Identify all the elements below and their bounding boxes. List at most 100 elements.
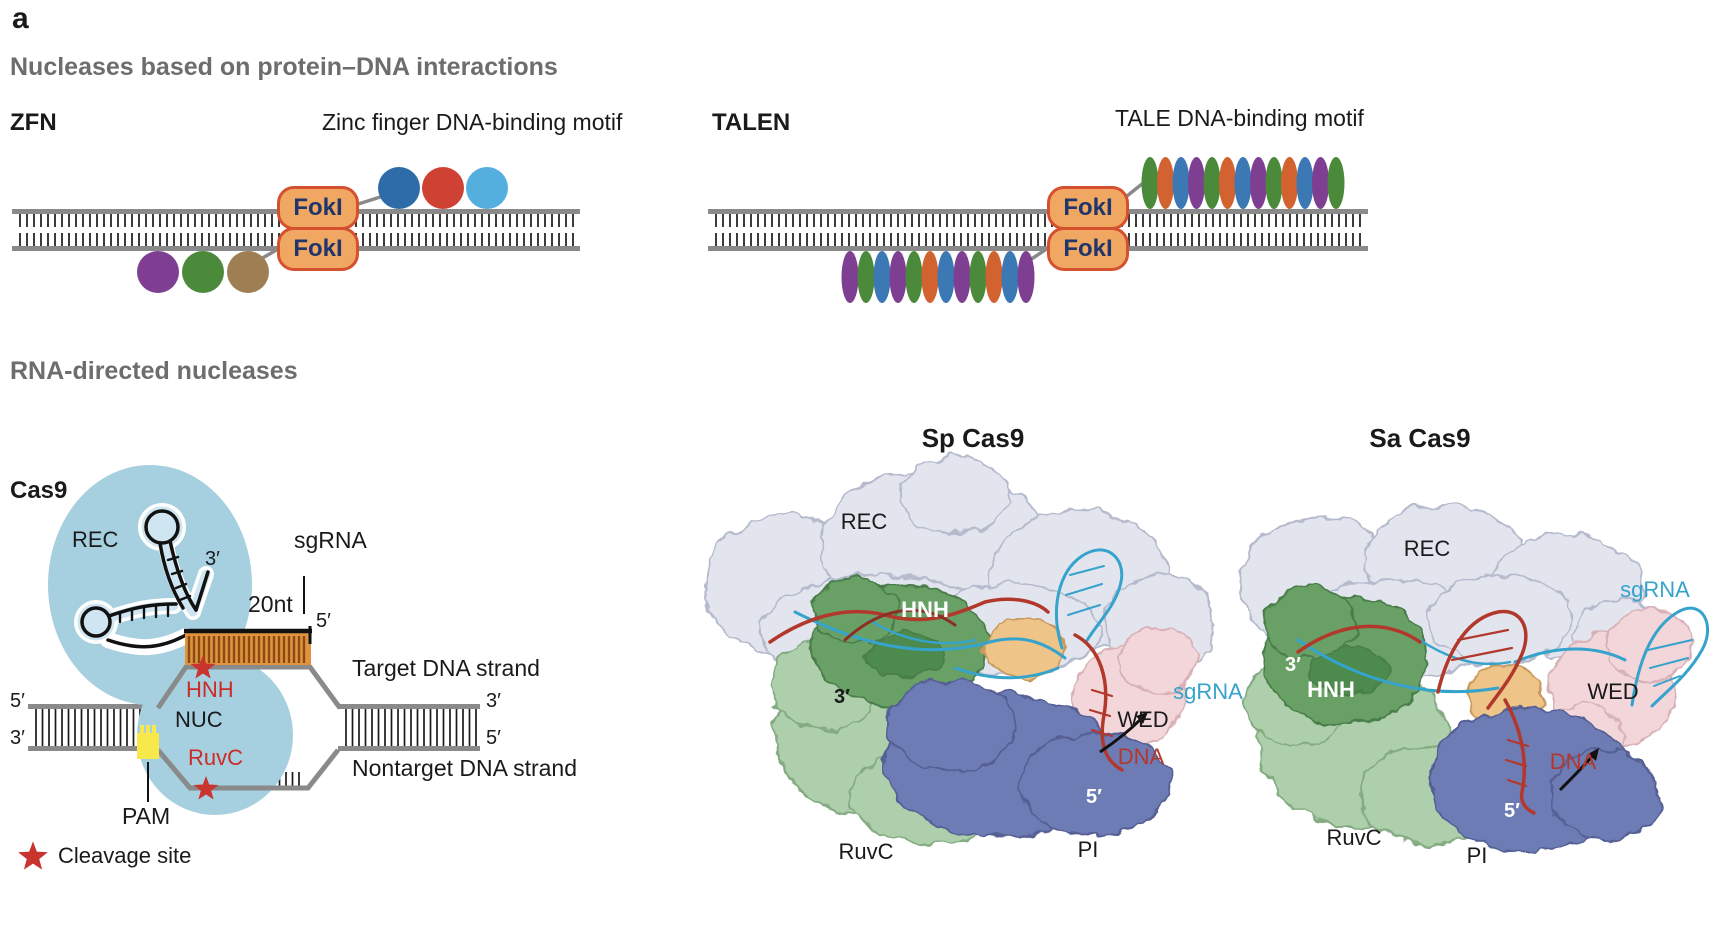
sp-wed-arrow-icon xyxy=(1099,712,1148,754)
tale-repeat-ellipse xyxy=(1234,157,1252,209)
talen-fok1-box-top: FokI xyxy=(1047,186,1129,230)
tale-repeat-ellipse xyxy=(969,251,987,303)
sa-wed-label: WED xyxy=(1587,679,1639,704)
sp-dna-label: DNA xyxy=(1117,744,1165,769)
sp-cas9-structure xyxy=(704,456,1216,844)
sa-dna-arrow-icon xyxy=(1558,748,1599,792)
pam-label: PAM xyxy=(122,803,171,829)
panel-label: a xyxy=(12,2,29,35)
tale-repeat-ellipse xyxy=(953,251,971,303)
cleavage-site-legend-label: Cleavage site xyxy=(58,843,192,868)
tale-repeat-ellipse xyxy=(1141,157,1159,209)
tale-repeat-ellipse xyxy=(841,251,859,303)
sa-dna-strand xyxy=(1296,609,1536,815)
zinc-finger-circle xyxy=(182,251,224,293)
target-strand-path xyxy=(155,664,343,710)
tale-repeat-ellipse xyxy=(1203,157,1221,209)
sa-sgrna-strand xyxy=(1296,606,1710,708)
sp-wed-domain xyxy=(1072,629,1197,751)
sp-wed-label: WED xyxy=(1117,707,1169,732)
sa-sgrna-label: sgRNA xyxy=(1620,577,1690,602)
sa-cas9-structure xyxy=(1239,504,1710,853)
sgrna-three-prime-label: 3′ xyxy=(205,548,220,570)
tale-repeat-ellipse xyxy=(937,251,955,303)
tale-repeat-ellipse xyxy=(985,251,1003,303)
sp-sgrna-label: sgRNA xyxy=(1173,679,1243,704)
sp-dna-strand xyxy=(768,597,1124,772)
tale-repeat-ellipse xyxy=(1250,157,1267,209)
sa-five-prime-label: 5′ xyxy=(1504,800,1520,822)
sgrna-cartoon xyxy=(74,503,214,656)
sp-ruvc-label: RuvC xyxy=(838,839,894,864)
zinc-finger-circle xyxy=(137,251,179,293)
cas9-rec-label: REC xyxy=(72,527,119,552)
tale-repeat-ellipse xyxy=(1281,157,1298,209)
tale-repeat-ellipse xyxy=(857,251,875,303)
hybrid-stripes xyxy=(187,636,306,663)
sp-five-prime-label: 5′ xyxy=(1086,786,1102,808)
zfn-label: ZFN xyxy=(10,109,57,136)
right-duplex-five-prime: 5′ xyxy=(486,727,501,749)
sgrna-label: sgRNA xyxy=(294,527,367,553)
target-strand-label: Target DNA strand xyxy=(352,655,540,681)
nontarget-strand-path xyxy=(156,748,340,791)
sp-rec-label: REC xyxy=(840,509,888,534)
cas9-right-duplex xyxy=(338,704,480,751)
sp-pi-domain xyxy=(884,679,1171,838)
zinc-finger-motifs xyxy=(137,167,508,293)
binding-motifs xyxy=(137,157,1345,303)
tale-repeat-ellipse xyxy=(1172,157,1190,209)
sp-pi-label: PI xyxy=(1077,837,1099,862)
zfn-motif-title: Zinc finger DNA-binding motif xyxy=(322,109,623,135)
sp-hnh-label: HNH xyxy=(901,597,949,622)
sa-ruvc-label: RuvC xyxy=(1326,825,1382,850)
zinc-finger-circle xyxy=(378,167,420,209)
sa-three-prime-label: 3′ xyxy=(1285,654,1301,676)
tale-repeat-ellipse xyxy=(873,251,891,303)
nuc-label: NUC xyxy=(175,707,223,732)
section-heading-rna-directed: RNA-directed nucleases xyxy=(10,357,298,385)
tale-repeat-ellipse xyxy=(1327,157,1345,209)
zinc-finger-circle xyxy=(466,167,508,209)
sp-sgrna-strand xyxy=(793,548,1124,680)
cas9-label: Cas9 xyxy=(10,477,68,504)
sa-dna-label: DNA xyxy=(1549,749,1597,774)
pam-box xyxy=(137,725,159,759)
talen-fok1-box-bottom: FokI xyxy=(1047,227,1129,271)
tale-repeat-ellipse xyxy=(889,251,907,303)
zinc-finger-circle xyxy=(227,251,269,293)
tale-repeat-ellipse xyxy=(1265,157,1283,209)
tale-repeat-ellipse xyxy=(1157,157,1174,209)
left-duplex-three-prime: 3′ xyxy=(10,727,25,749)
section-heading-protein-dna: Nucleases based on protein–DNA interacti… xyxy=(10,53,558,81)
tale-repeat-motifs xyxy=(841,157,1345,303)
tale-repeat-ellipse xyxy=(1219,157,1236,209)
nontarget-strand-label: Nontarget DNA strand xyxy=(352,755,578,781)
sa-cas9-title: Sa Cas9 xyxy=(1369,423,1471,453)
legend-cleavage-star-icon xyxy=(18,841,48,870)
zfn-fok1-box-bottom: FokI xyxy=(277,227,359,271)
tale-repeat-ellipse xyxy=(1296,157,1314,209)
tale-repeat-ellipse xyxy=(1312,157,1329,209)
spacer-20nt-label: 20nt xyxy=(248,591,293,617)
tale-repeat-ellipse xyxy=(1001,251,1019,303)
tale-repeat-ellipse xyxy=(921,251,939,303)
tale-repeat-ellipse xyxy=(1188,157,1205,209)
zinc-finger-circle xyxy=(422,167,464,209)
sa-pi-label: PI xyxy=(1466,843,1488,868)
left-duplex-five-prime: 5′ xyxy=(10,690,25,712)
right-duplex-three-prime: 3′ xyxy=(486,690,501,712)
sp-three-prime-label: 3′ xyxy=(834,686,850,708)
ruvc-label: RuvC xyxy=(188,745,244,770)
cas9-schematic xyxy=(18,465,343,870)
zfn-fok1-box-top: FokI xyxy=(277,186,359,230)
hnh-label: HNH xyxy=(186,677,234,702)
talen-label: TALEN xyxy=(712,109,791,136)
tale-repeat-ellipse xyxy=(905,251,923,303)
sa-hnh-label: HNH xyxy=(1307,677,1355,702)
talen-dna-ladder xyxy=(708,209,1368,251)
sp-cas9-title: Sp Cas9 xyxy=(921,423,1025,453)
sgrna-five-prime-label: 5′ xyxy=(316,610,331,632)
